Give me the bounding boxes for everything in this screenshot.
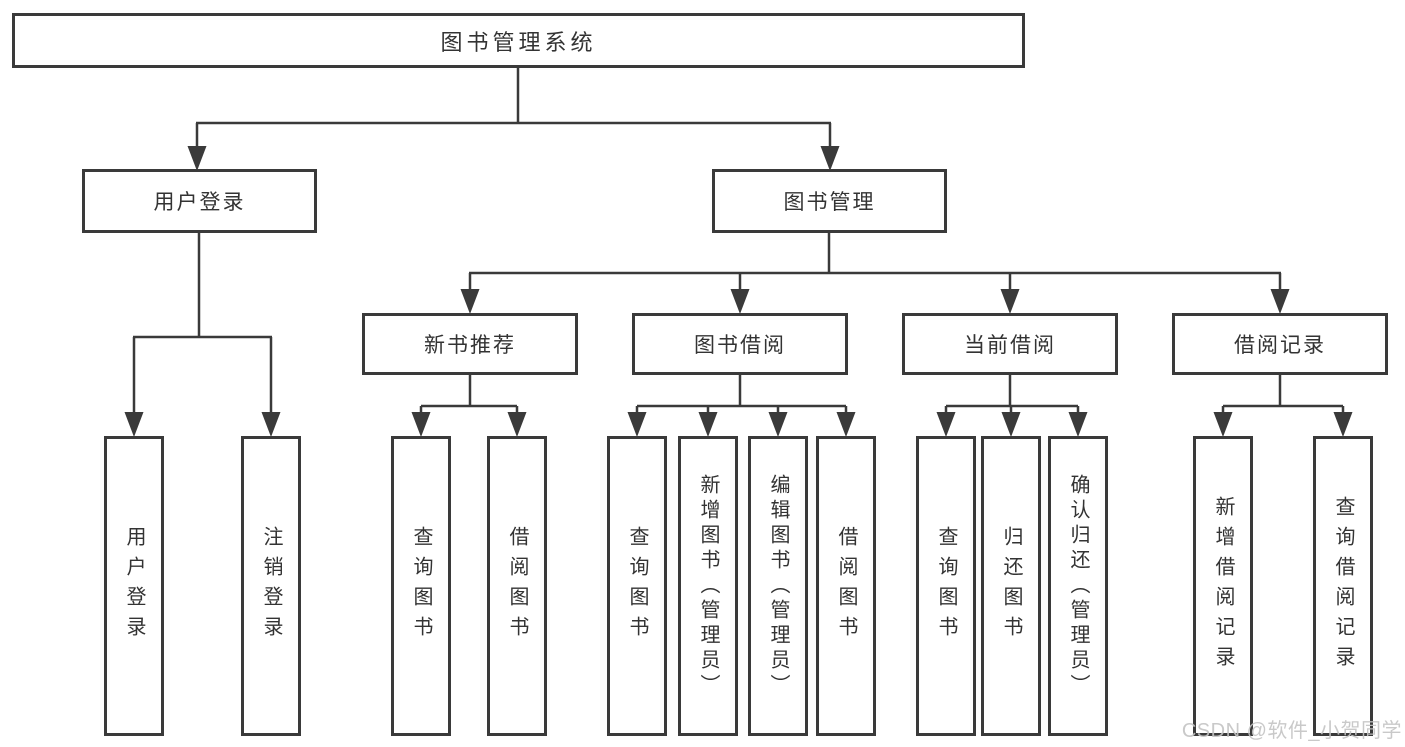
node-label: 图书管理系统 <box>440 29 597 55</box>
leaf-label: 新增图书（管理员） <box>697 473 719 699</box>
leaf-query-books-borrow: 查询图书 <box>607 436 667 736</box>
leaf-label: 编辑图书（管理员） <box>767 473 789 699</box>
leaf-label: 归还图书 <box>1000 526 1022 646</box>
leaf-borrow-books-recommend: 借阅图书 <box>487 436 547 736</box>
node-current-borrowing: 当前借阅 <box>902 313 1118 375</box>
node-user-login: 用户登录 <box>82 169 317 233</box>
node-label: 用户登录 <box>153 191 246 214</box>
leaf-label: 查询图书 <box>410 526 432 646</box>
node-label: 新书推荐 <box>424 334 516 357</box>
leaf-edit-book-admin: 编辑图书（管理员） <box>748 436 808 736</box>
node-new-book-recommendation: 新书推荐 <box>362 313 578 375</box>
leaf-borrow-books: 借阅图书 <box>816 436 876 736</box>
node-label: 图书借阅 <box>694 334 786 357</box>
node-book-borrowing: 图书借阅 <box>632 313 848 375</box>
leaf-label: 注销登录 <box>260 526 282 646</box>
leaf-logout: 注销登录 <box>241 436 301 736</box>
leaf-query-borrow-record: 查询借阅记录 <box>1313 436 1373 736</box>
connector-lines <box>132 68 1345 416</box>
csdn-watermark: CSDN @软件_小贺同学 <box>1181 720 1402 742</box>
leaf-add-borrow-record: 新增借阅记录 <box>1193 436 1253 736</box>
node-library-management-system: 图书管理系统 <box>12 13 1025 68</box>
node-label: 借阅记录 <box>1234 334 1326 357</box>
leaf-label: 借阅图书 <box>506 526 528 646</box>
leaf-label: 查询图书 <box>935 526 957 646</box>
node-borrowing-records: 借阅记录 <box>1172 313 1388 375</box>
leaf-confirm-return-admin: 确认归还（管理员） <box>1048 436 1108 736</box>
node-book-management: 图书管理 <box>712 169 947 233</box>
leaf-return-books: 归还图书 <box>981 436 1041 736</box>
leaf-query-books-current: 查询图书 <box>916 436 976 736</box>
leaf-user-login: 用户登录 <box>104 436 164 736</box>
leaf-label: 查询图书 <box>626 526 648 646</box>
arrow-down-icons <box>124 146 1353 437</box>
node-label: 图书管理 <box>783 191 876 214</box>
leaf-label: 借阅图书 <box>835 526 857 646</box>
leaf-query-books-recommend: 查询图书 <box>391 436 451 736</box>
leaf-add-book-admin: 新增图书（管理员） <box>678 436 738 736</box>
leaf-label: 确认归还（管理员） <box>1067 473 1089 699</box>
leaf-label: 用户登录 <box>123 526 145 646</box>
node-label: 当前借阅 <box>964 334 1056 357</box>
leaf-label: 新增借阅记录 <box>1212 496 1234 676</box>
leaf-label: 查询借阅记录 <box>1332 496 1354 676</box>
